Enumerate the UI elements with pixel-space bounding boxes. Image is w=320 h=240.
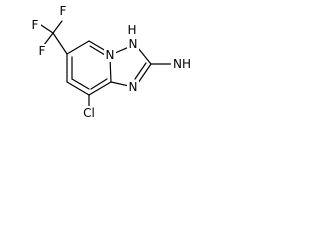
bond-n1-c2 [137, 47, 152, 65]
bond-c8a-c8-inner [90, 78, 108, 90]
bonds [40, 20, 172, 107]
bond-c2-n3 [137, 63, 152, 84]
bond-cf3-c-f-bottom [43, 32, 54, 46]
atom-labels: F F F N H N N NH Cl [29, 4, 193, 120]
atom-label-lower-nitrogen: N [129, 80, 138, 94]
bond-c8a-c8 [88, 81, 112, 96]
bond-c2-n3-double [134, 62, 147, 80]
bond-c6-c5 [66, 40, 90, 55]
atom-label-nh-nitrogen: N [129, 37, 138, 51]
bond-n4-n1 [114, 46, 130, 54]
atom-label-fluorine-top: F [60, 4, 67, 18]
bond-n3-c8a [110, 81, 130, 87]
atom-label-fluorine-left: F [32, 18, 39, 32]
atom-label-imine-nh: NH [173, 57, 191, 71]
atom-label-chlorine: Cl [83, 106, 95, 120]
atom-label-hydrogen-on-n: H [127, 23, 136, 37]
bond-cf3-c-f-left [40, 24, 54, 34]
bond-cf3-to-ring [52, 32, 68, 55]
bond-c5-n4-double [89, 45, 106, 56]
atom-label-ring-nitrogen: N [106, 48, 115, 62]
bond-cf3-c-f-top [52, 20, 63, 34]
bond-c8-c7-double [71, 78, 90, 90]
chemical-structure-diagram: F F F N H N N NH Cl [29, 4, 193, 120]
bond-c5-n4 [88, 40, 107, 52]
bond-c8-c7 [66, 81, 90, 96]
atom-label-fluorine-bottom: F [39, 44, 46, 58]
